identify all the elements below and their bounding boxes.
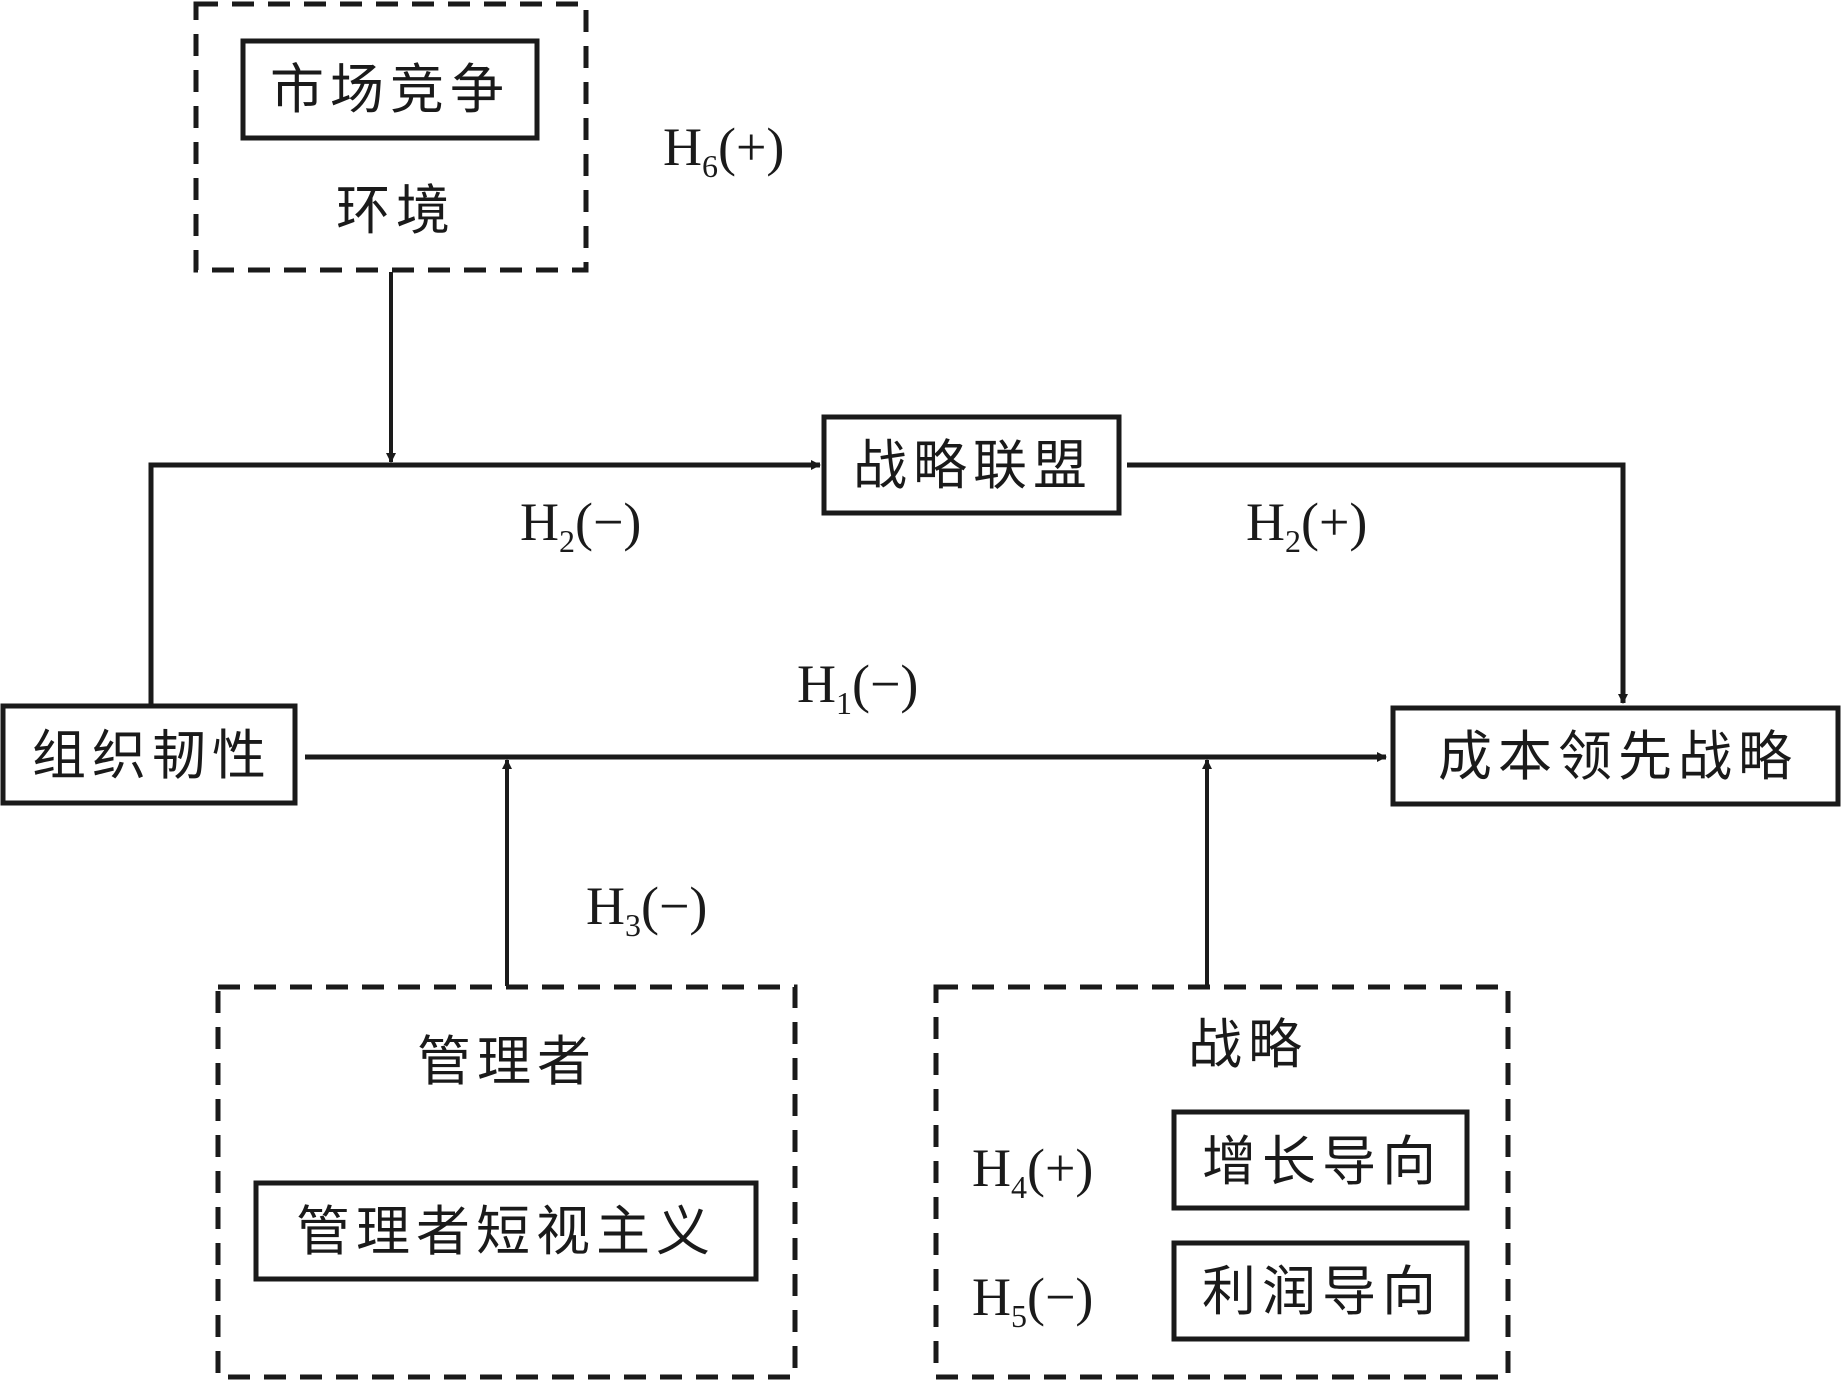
alliance-to-cost-leadership-path	[1127, 462, 1628, 704]
strategic-alliance-label: 战略联盟	[853, 434, 1093, 497]
environment-group-box	[193, 1, 589, 273]
strategy-group-label: 战略	[1188, 1013, 1308, 1076]
market-competition-box	[240, 38, 540, 141]
h6-label: H6(+)	[663, 117, 784, 184]
strategic-alliance-box	[821, 414, 1122, 516]
market-competition-label: 市场竞争	[270, 58, 510, 121]
cost-leadership-label: 成本领先战略	[1438, 725, 1798, 788]
growth-orientation-box	[1171, 1109, 1470, 1211]
h3-label: H3(−)	[586, 876, 707, 943]
organizational-resilience-box	[0, 703, 298, 806]
growth-orientation-label: 增长导向	[1202, 1130, 1442, 1193]
h2-positive-label: H2(+)	[1246, 492, 1367, 559]
profit-orientation-label: 利润导向	[1202, 1260, 1442, 1323]
manager-group-label: 管理者	[417, 1030, 597, 1093]
profit-orientation-box	[1171, 1240, 1470, 1342]
resilience-to-alliance-path	[148, 460, 821, 705]
managerial-myopia-box	[253, 1180, 759, 1282]
managerial-myopia-label: 管理者短视主义	[296, 1200, 716, 1263]
h2-negative-label: H2(−)	[520, 492, 641, 559]
h1-label: H1(−)	[797, 654, 918, 721]
h4-label: H4(+)	[972, 1138, 1093, 1205]
organizational-resilience-label: 组织韧性	[32, 724, 272, 787]
cost-leadership-box	[1390, 705, 1841, 807]
environment-group-label: 环境	[336, 179, 456, 242]
strategy-group-box	[933, 984, 1511, 1380]
h5-label: H5(−)	[972, 1267, 1093, 1334]
manager-group-box	[215, 984, 798, 1380]
